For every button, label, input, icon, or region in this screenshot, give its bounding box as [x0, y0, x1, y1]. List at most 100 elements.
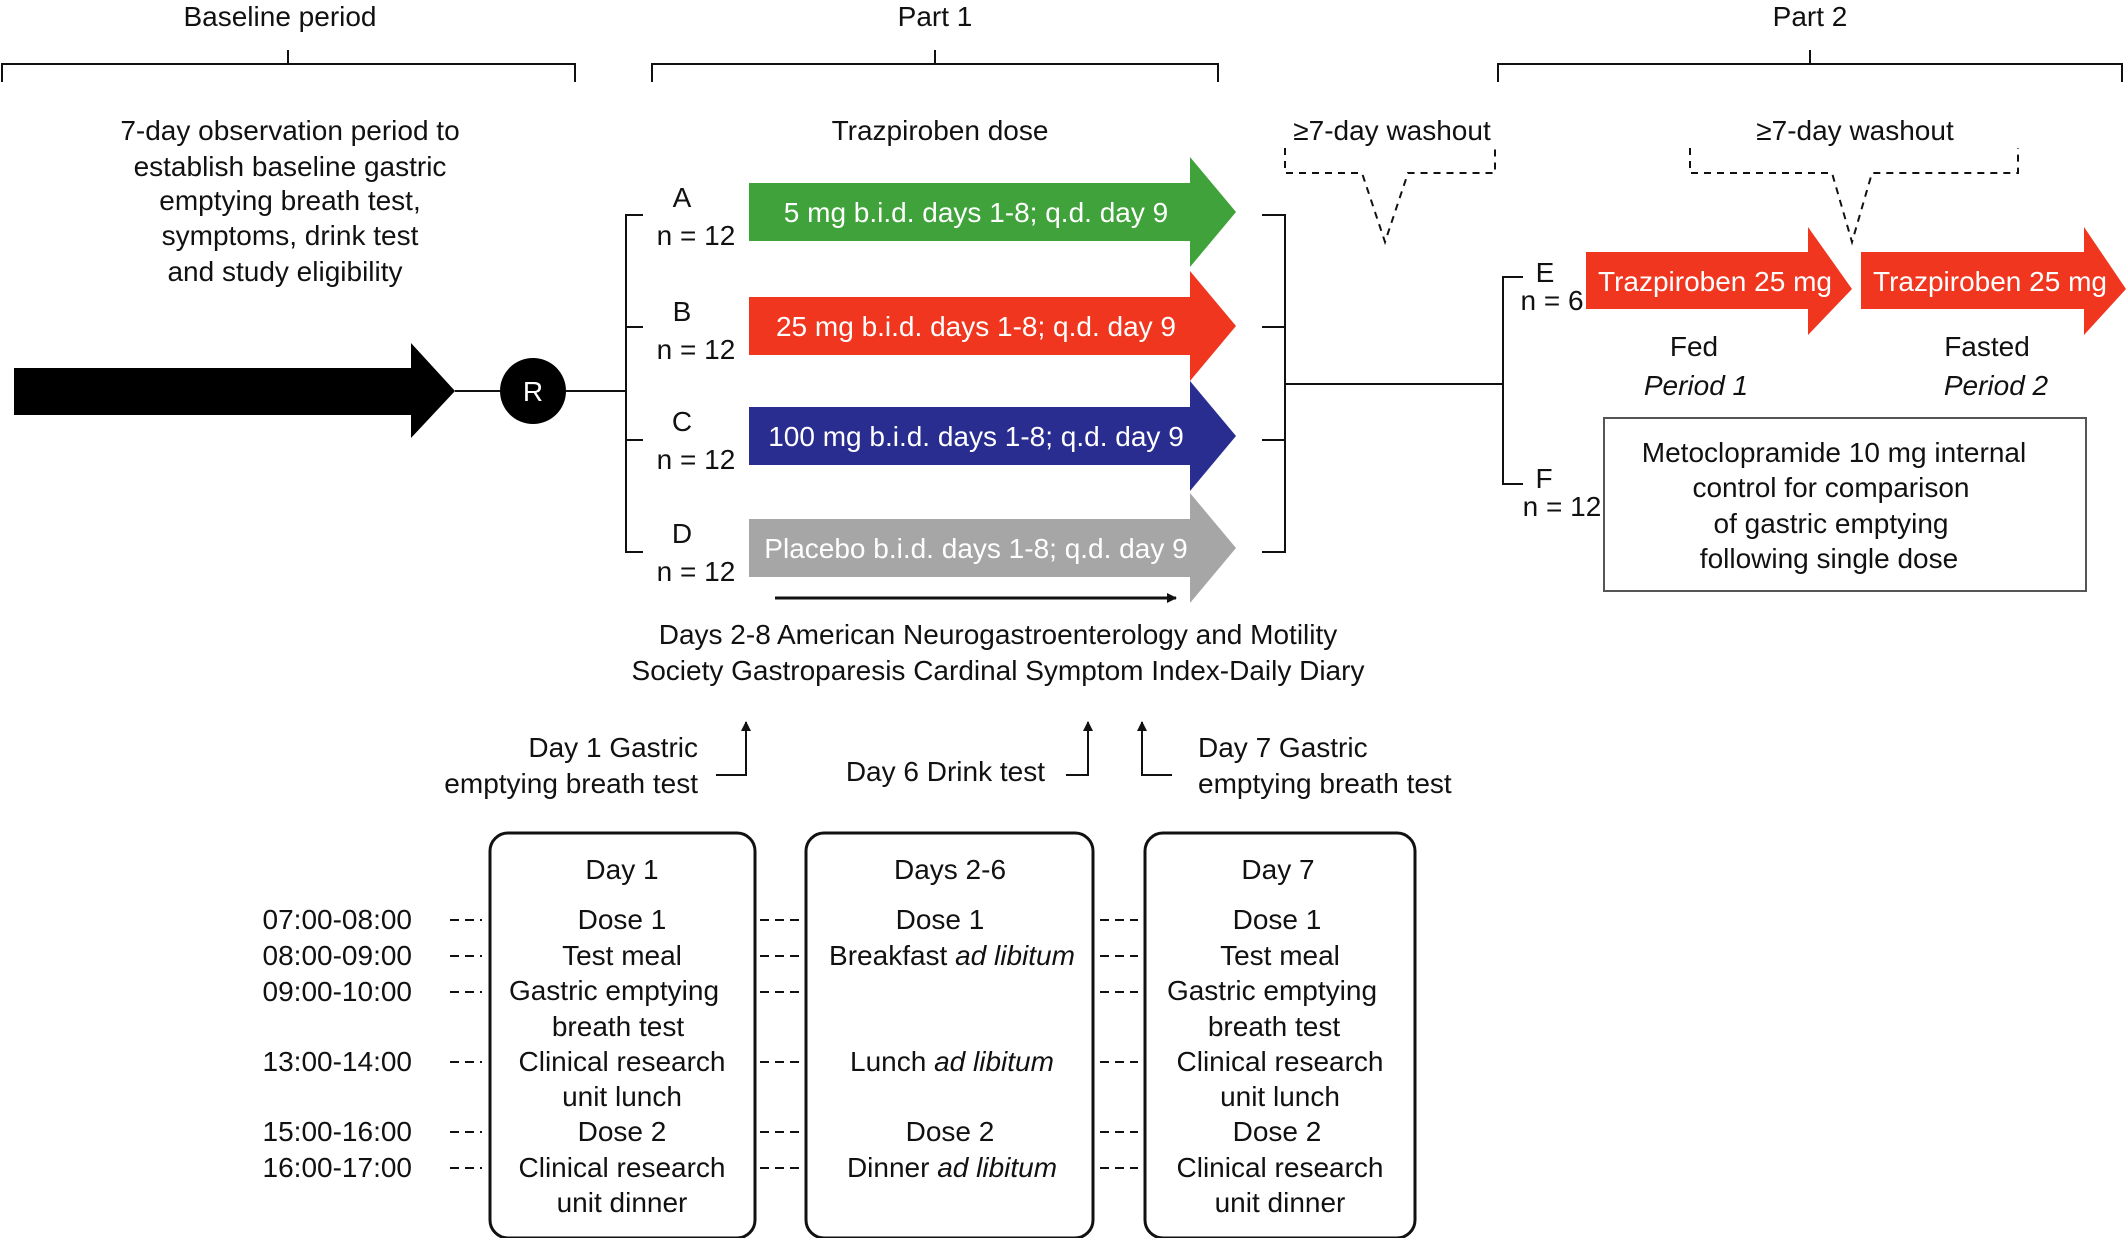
day1-test-arrow: [716, 721, 751, 776]
arm-e-period2-arrow: [1861, 227, 2126, 335]
svg-text:following single dose: following single dose: [1700, 543, 1958, 574]
day7-box: [1143, 831, 1417, 1238]
time-label: 13:00-14:00: [263, 1046, 412, 1077]
arm-a: 5 mg b.i.d. days 1-8; q.d. day 9 An = 12: [657, 157, 1236, 267]
day7-schedule: Day 7 Dose 1 Test meal Gastric emptying …: [1167, 854, 1384, 1218]
svg-text:Test meal: Test meal: [1220, 940, 1340, 971]
arm-e-n: n = 6: [1520, 285, 1583, 316]
svg-text:Dose 2: Dose 2: [578, 1116, 667, 1147]
days2-6-schedule: Days 2-6 Dose 1 Breakfast ad libitum Lun…: [829, 854, 1075, 1183]
arm-e-period2-label: Trazpiroben 25 mg: [1873, 266, 2107, 297]
day1-schedule: Day 1 Dose 1 Test meal Gastric emptying …: [509, 854, 726, 1218]
arm-e-period1-label: Trazpiroben 25 mg: [1598, 266, 1832, 297]
arm-c-dose-label: 100 mg b.i.d. days 1-8; q.d. day 9: [768, 421, 1184, 452]
time-label: 07:00-08:00: [263, 904, 412, 935]
svg-text:Gastric emptying: Gastric emptying: [1167, 975, 1377, 1006]
svg-text:unit dinner: unit dinner: [557, 1187, 688, 1218]
diary-line-1: Days 2-8 American Neurogastroenterology …: [659, 619, 1338, 650]
header-part2: Part 2: [1773, 1, 1848, 32]
time-label: 08:00-09:00: [263, 940, 412, 971]
arm-b-dose-label: 25 mg b.i.d. days 1-8; q.d. day 9: [776, 311, 1176, 342]
arm-a-dose-arrow: [749, 157, 1236, 267]
day7-test-arrow: [1137, 721, 1172, 776]
svg-text:breath test: breath test: [1208, 1011, 1341, 1042]
svg-text:and study eligibility: and study eligibility: [167, 256, 402, 287]
baseline-arrow: [14, 343, 455, 438]
svg-text:Clinical research: Clinical research: [519, 1152, 726, 1183]
day6-test-arrow: [1066, 721, 1093, 776]
arm-a-n: n = 12: [657, 220, 736, 251]
svg-text:Dose 1: Dose 1: [1233, 904, 1322, 935]
svg-text:Breakfast ad libitum: Breakfast ad libitum: [829, 940, 1075, 971]
day7-test-label: Day 7 Gastric: [1198, 732, 1368, 763]
day1-title: Day 1: [585, 854, 658, 885]
svg-text:unit dinner: unit dinner: [1215, 1187, 1346, 1218]
days2-6-title: Days 2-6: [894, 854, 1006, 885]
svg-text:Clinical research: Clinical research: [1177, 1152, 1384, 1183]
day7-title: Day 7: [1241, 854, 1314, 885]
svg-text:Dose 2: Dose 2: [1233, 1116, 1322, 1147]
time-label: 09:00-10:00: [263, 976, 412, 1007]
svg-text:Dose 1: Dose 1: [578, 904, 667, 935]
days2-6-box: [804, 831, 1095, 1238]
diary-line-2: Society Gastroparesis Cardinal Symptom I…: [632, 655, 1365, 686]
brace-part1: [651, 50, 1219, 82]
dose-title: Trazpiroben dose: [832, 115, 1049, 146]
day1-test-label: Day 1 Gastric: [528, 732, 698, 763]
washout-brace-part1: [1284, 148, 1496, 246]
svg-text:breath test: breath test: [552, 1011, 685, 1042]
arm-d-n: n = 12: [657, 556, 736, 587]
part1-right-bracket: [1262, 214, 1286, 553]
arm-c-n: n = 12: [657, 444, 736, 475]
arm-e-letter: E: [1536, 257, 1555, 288]
time-label: 15:00-16:00: [263, 1116, 412, 1147]
arm-a-dose-label: 5 mg b.i.d. days 1-8; q.d. day 9: [784, 197, 1168, 228]
svg-text:unit lunch: unit lunch: [562, 1081, 682, 1112]
part2-split-bracket: [1502, 276, 1523, 485]
arm-c-dose-arrow: [749, 381, 1236, 491]
arm-d-letter: D: [672, 518, 692, 549]
svg-text:of gastric emptying: of gastric emptying: [1714, 508, 1949, 539]
randomization-node: [500, 358, 566, 424]
part1-arms: 5 mg b.i.d. days 1-8; q.d. day 9An = 122…: [657, 157, 1236, 603]
arm-b-n: n = 12: [657, 334, 736, 365]
arm-d: Placebo b.i.d. days 1-8; q.d. day 9 Dn = …: [657, 493, 1236, 603]
arm-d-dose-arrow: [749, 493, 1236, 603]
brace-part2: [1497, 50, 2123, 82]
baseline-description: 7-day observation period to establish ba…: [120, 115, 459, 287]
period2-label: Period 2: [1944, 370, 2049, 401]
svg-text:Dose 1: Dose 1: [896, 904, 985, 935]
svg-text:Dinner ad libitum: Dinner ad libitum: [847, 1152, 1057, 1183]
arm-e-period1-arrow: [1586, 227, 1852, 335]
day7-test-label-2: emptying breath test: [1198, 768, 1452, 799]
arm-b-dose-arrow: [749, 271, 1236, 381]
arm-c: 100 mg b.i.d. days 1-8; q.d. day 9 Cn = 1…: [657, 381, 1236, 491]
svg-text:Clinical research: Clinical research: [519, 1046, 726, 1077]
washout-part1: ≥7-day washout: [1293, 115, 1491, 146]
randomization-label: R: [523, 376, 543, 407]
svg-text:emptying breath test,: emptying breath test,: [159, 185, 420, 216]
svg-text:7-day observation period to: 7-day observation period to: [120, 115, 459, 146]
arm-f-letter: F: [1535, 463, 1552, 494]
svg-text:Gastric emptying: Gastric emptying: [509, 975, 719, 1006]
arm-d-dose-label: Placebo b.i.d. days 1-8; q.d. day 9: [764, 533, 1187, 564]
svg-text:Dose 2: Dose 2: [906, 1116, 995, 1147]
arm-b: 25 mg b.i.d. days 1-8; q.d. day 9 Bn = 12: [657, 271, 1236, 381]
arm-a-letter: A: [673, 182, 692, 213]
washout-brace-part2: [1689, 148, 2019, 246]
randomization-bracket: [625, 214, 643, 553]
arm-c-letter: C: [672, 406, 692, 437]
svg-text:Clinical research: Clinical research: [1177, 1046, 1384, 1077]
svg-text:unit lunch: unit lunch: [1220, 1081, 1340, 1112]
schedule-times: 07:00-08:00 08:00-09:00 09:00-10:00 13:00-1…: [263, 904, 412, 1183]
arm-f-n: n = 12: [1523, 491, 1602, 522]
fed-label: Fed: [1670, 331, 1718, 362]
header-baseline: Baseline period: [183, 1, 376, 32]
svg-text:Test meal: Test meal: [562, 940, 682, 971]
time-label: 16:00-17:00: [263, 1152, 412, 1183]
arm-b-letter: B: [673, 296, 692, 327]
svg-text:establish baseline gastric: establish baseline gastric: [134, 151, 447, 182]
washout-part2: ≥7-day washout: [1756, 115, 1954, 146]
svg-text:control for comparison: control for comparison: [1692, 472, 1969, 503]
